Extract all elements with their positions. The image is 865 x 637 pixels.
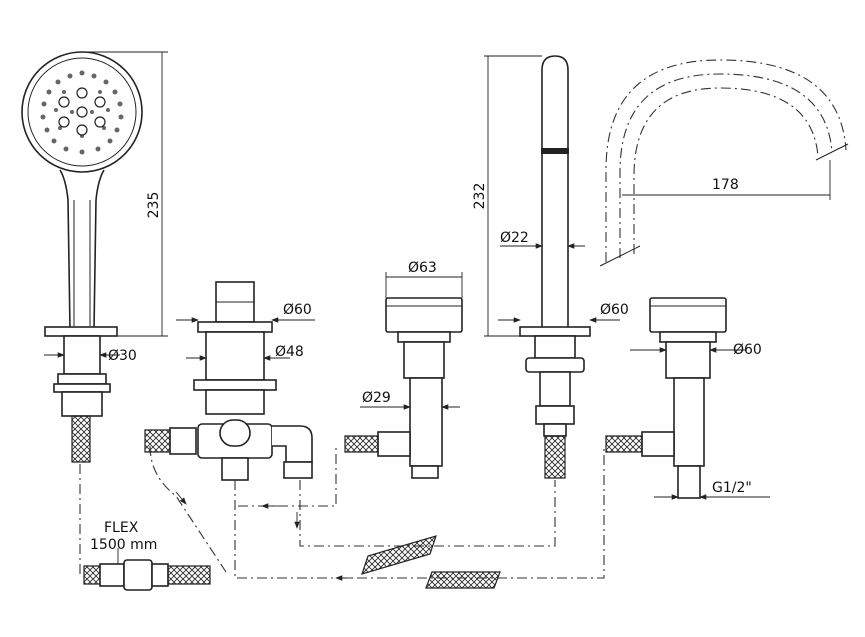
shower-nozzles xyxy=(40,70,124,155)
flex-hose xyxy=(79,464,211,591)
spout-d60-label: Ø60 xyxy=(600,302,629,318)
shower-height-label: 235 xyxy=(146,192,162,219)
diverter-valve xyxy=(144,281,313,481)
shower-d30-dimension: Ø30 xyxy=(44,348,137,364)
spout-reach-label: 178 xyxy=(712,177,739,193)
spout-height-dimension: 232 xyxy=(472,55,542,337)
flex-label-line2: 1500 mm xyxy=(90,537,157,553)
valve2-d60-label: Ø60 xyxy=(733,342,762,358)
diverter-d60-dimension: Ø60 xyxy=(176,302,315,323)
hand-shower xyxy=(21,51,143,463)
shower-center-rings xyxy=(58,87,106,136)
thread-label: G1/2" xyxy=(712,480,752,496)
diverter-d48-dimension: Ø48 xyxy=(186,344,304,361)
mixing-valve-left xyxy=(344,297,463,479)
valve1-d63-label: Ø63 xyxy=(408,260,437,276)
thread-dimension: G1/2" xyxy=(654,480,770,500)
valve2-d60-dimension: Ø60 xyxy=(630,342,762,358)
spout-height-label: 232 xyxy=(472,183,488,210)
shower-d30-label: Ø30 xyxy=(108,348,137,364)
spout-reach-dimension: 178 xyxy=(622,160,831,200)
valve1-d29-dimension: Ø29 xyxy=(360,390,460,410)
diverter-d48-label: Ø48 xyxy=(275,344,304,360)
mixing-valve-right xyxy=(605,297,727,499)
flex-label-line1: FLEX xyxy=(104,520,139,536)
connection-paths xyxy=(149,445,605,589)
spout-d60-dimension: Ø60 xyxy=(498,302,629,323)
spout-d22-dimension: Ø22 xyxy=(500,230,585,249)
spout-d22-label: Ø22 xyxy=(500,230,529,246)
spout-swing-outline xyxy=(599,59,849,267)
spout xyxy=(519,55,591,479)
shower-height-dimension: 235 xyxy=(82,51,168,337)
diverter-d60-label: Ø60 xyxy=(283,302,312,318)
valve1-d63-dimension: Ø63 xyxy=(385,260,463,298)
valve1-d29-label: Ø29 xyxy=(362,390,391,406)
